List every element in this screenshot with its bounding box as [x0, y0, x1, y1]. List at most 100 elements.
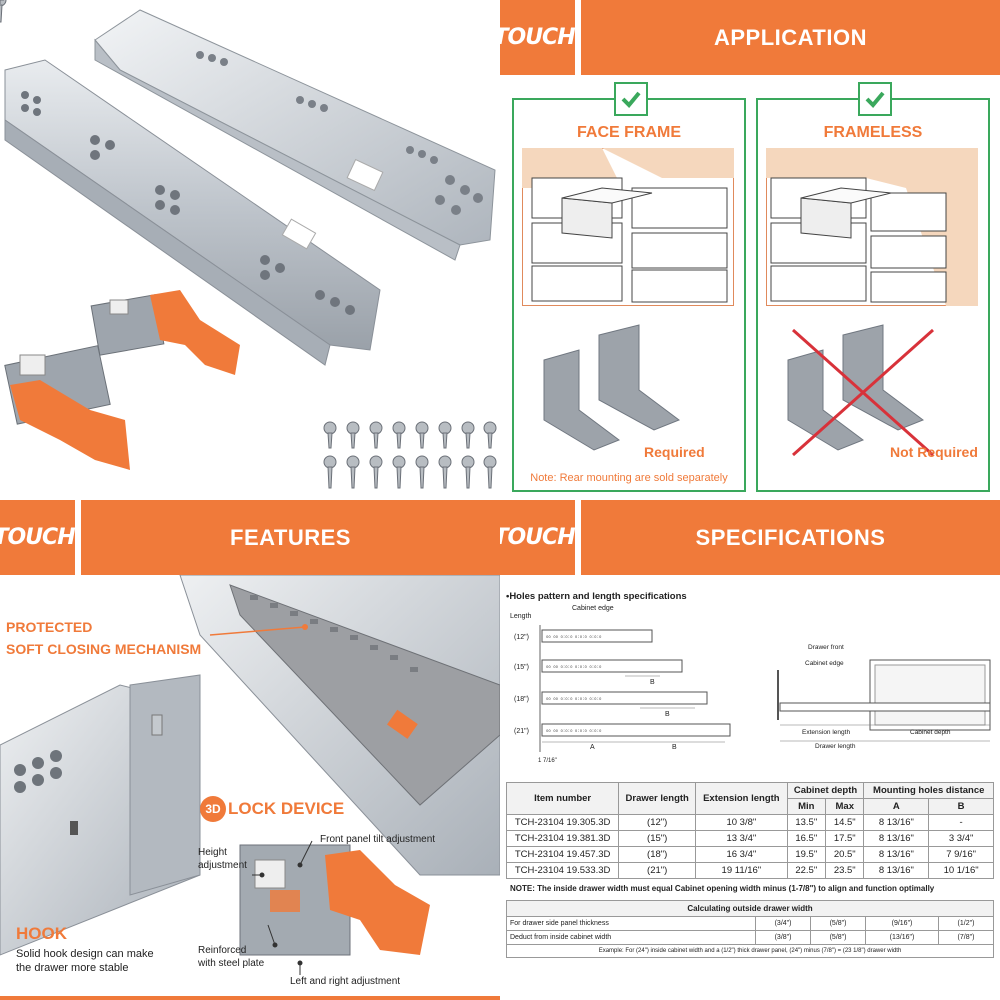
calc-title: Calculating outside drawer width [506, 900, 994, 917]
table-cell: For drawer side panel thickness [505, 916, 757, 931]
cabinet-edge-label: Cabinet edge [572, 605, 614, 612]
header-max: Max [825, 798, 865, 815]
application-title: APPLICATION [581, 0, 1000, 75]
table-cell: 10 3/8" [695, 814, 788, 831]
bottom-accent-bar [0, 996, 500, 1000]
table-cell: (9/16") [865, 916, 939, 931]
table-cell: (5/8") [810, 916, 867, 931]
specifications-table: Item number Drawer length Extension leng… [505, 782, 994, 879]
svg-text:oo oo o:o:o o:o:o o:o:o: oo oo o:o:o o:o:o o:o:o [546, 634, 602, 639]
touch-logo: TOUCH® [500, 0, 582, 75]
table-cell: 13 3/4" [695, 830, 788, 847]
features-quadrant: TOUCH® FEATURES [0, 500, 500, 1000]
table-cell: (12") [618, 814, 697, 831]
table-cell: (5/8") [810, 930, 867, 945]
table-cell: 8 13/16" [863, 814, 930, 831]
table-cell: TCH-23104 19.457.3D [505, 846, 620, 863]
features-title: FEATURES [81, 500, 500, 575]
check-icon [858, 82, 892, 116]
header-extension-length: Extension length [695, 782, 788, 815]
header-item: Item number [505, 782, 620, 815]
cabinet-depth-label: Cabinet depth [910, 729, 951, 736]
calc-table: Calculating outside drawer width For dra… [505, 900, 995, 958]
svg-text:oo oo o:o:o o:o:o o:o:o: oo oo o:o:o o:o:o o:o:o [546, 696, 602, 701]
table-cell: Deduct from inside cabinet width [505, 930, 757, 945]
table-cell: 20.5" [825, 846, 865, 863]
lock-device-large [4, 345, 130, 470]
front-panel-tilt-label: Front panel tilt adjustment [320, 834, 436, 845]
table-cell: (18") [618, 846, 697, 863]
specifications-quadrant: TOUCH® SPECIFICATIONS •Holes pattern and… [500, 500, 1000, 1000]
table-cell: (21") [618, 862, 697, 879]
cabinet-depth-diagram [777, 659, 991, 742]
table-cell: 17.5" [825, 830, 865, 847]
specifications-header: TOUCH® SPECIFICATIONS [500, 500, 1000, 575]
features-slide-closeup [0, 575, 500, 975]
table-cell: 19 11/16" [695, 862, 788, 879]
table-cell: 7 9/16" [928, 846, 994, 863]
rear-mounting-bracket-illustration [543, 324, 681, 451]
dim-a-label: A [590, 744, 595, 751]
product-photo-quadrant [0, 0, 500, 500]
table-cell: (7/8") [937, 930, 995, 945]
length-label: Length [510, 613, 532, 620]
table-cell: 8 13/16" [863, 862, 930, 879]
table-cell: 14.5" [825, 814, 865, 831]
features-header: TOUCH® FEATURES [0, 500, 500, 575]
header-b: B [928, 798, 994, 815]
dim-b-label: B [672, 744, 677, 751]
table-cell: 3 3/4" [928, 830, 994, 847]
holes-pattern-diagram: oo oo o:o:o o:o:o o:o:o oo oo o:o:o o:o:… [539, 625, 731, 752]
screws [0, 0, 7, 23]
required-label: Required [644, 444, 705, 460]
size-label: (18") [514, 696, 529, 703]
lock-device-closeup [239, 844, 430, 956]
touch-logo: TOUCH® [500, 500, 582, 575]
offset-label: 1 7/16" [538, 758, 557, 764]
table-cell: - [928, 814, 994, 831]
header-min: Min [786, 798, 827, 815]
frameless-cabinet-illustration [766, 148, 978, 306]
table-cell: 22.5" [786, 862, 827, 879]
table-row: TCH-23104 19.457.3D(18")16 3/4"19.5"20.5… [505, 846, 994, 863]
face-frame-cabinet-illustration [522, 148, 734, 306]
table-cell: 16 3/4" [695, 846, 788, 863]
table-cell: (3/4") [755, 916, 812, 931]
touch-logo: TOUCH® [0, 500, 82, 575]
table-cell: TCH-23104 19.533.3D [505, 862, 620, 879]
specifications-title: SPECIFICATIONS [581, 500, 1000, 575]
application-header: TOUCH® APPLICATION [500, 0, 1000, 75]
hook-title: HOOK [16, 924, 67, 943]
dim-b-label: B [665, 711, 670, 718]
table-cell: (15") [618, 830, 697, 847]
3d-badge: 3D [200, 796, 226, 822]
left-right-adjustment-label: Left and right adjustment [290, 976, 401, 987]
rear-mounting-bracket-crossed [787, 324, 934, 457]
extension-length-label: Extension length [802, 729, 851, 736]
table-row: TCH-23104 19.381.3D(15")13 3/4"16.5"17.5… [505, 830, 994, 847]
table-cell: 23.5" [825, 862, 865, 879]
not-required-label: Not Required [890, 444, 978, 460]
lock-device-label: 3D LOCK DEVICE [200, 796, 344, 822]
frameless-panel: FRAMELESS Not Required [756, 82, 990, 492]
drawer-front-label: Drawer front [808, 644, 844, 651]
size-label: (15") [514, 664, 529, 671]
table-cell: (1/2") [937, 916, 995, 931]
header-mounting: Mounting holes distance [863, 782, 994, 799]
table-row: TCH-23104 19.305.3D(12")10 3/8"13.5"14.5… [505, 814, 994, 831]
table-cell: (3/8") [755, 930, 812, 945]
spec-note: NOTE: The inside drawer width must equal… [510, 884, 935, 893]
frameless-title: FRAMELESS [823, 124, 923, 141]
table-cell: TCH-23104 19.381.3D [505, 830, 620, 847]
header-a: A [863, 798, 930, 815]
table-cell: 13.5" [786, 814, 827, 831]
drawer-length-label: Drawer length [815, 743, 856, 750]
table-cell: 8 13/16" [863, 846, 930, 863]
table-row: TCH-23104 19.533.3D(21")19 11/16"22.5"23… [505, 862, 994, 879]
header-drawer-length: Drawer length [618, 782, 697, 815]
lock-device-small [90, 290, 240, 375]
face-frame-panel: FACE FRAME Required Note: Rear mo [512, 82, 746, 492]
